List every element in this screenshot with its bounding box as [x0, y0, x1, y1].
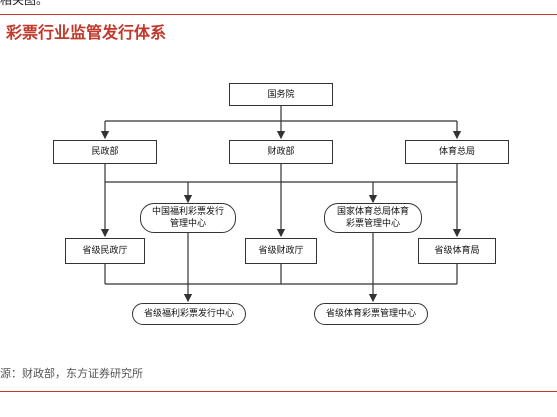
node-prov-finance: 省级财政厅	[245, 238, 317, 264]
node-china-welfare-center: 中国福利彩票发行管理中心	[140, 203, 236, 233]
node-prov-civil: 省级民政厅	[65, 238, 145, 264]
node-civil-affairs: 民政部	[53, 140, 157, 164]
section-title: 彩票行业监管发行体系	[6, 23, 167, 42]
node-prov-sports-center: 省级体育彩票管理中心	[314, 303, 428, 325]
node-state-council: 国务院	[229, 83, 333, 106]
bottom-divider	[0, 391, 557, 392]
top-divider	[0, 14, 557, 15]
source-note: 源：财政部，东方证券研究所	[0, 367, 143, 380]
node-finance: 财政部	[229, 140, 333, 164]
node-sports-lottery-center: 国家体育总局体育彩票管理中心	[324, 203, 422, 233]
node-prov-sports: 省级体育局	[418, 238, 496, 264]
top-text: 相关图。	[0, 0, 49, 7]
node-sports: 体育总局	[405, 140, 509, 164]
node-prov-welfare-center: 省级福利彩票发行中心	[132, 303, 246, 325]
